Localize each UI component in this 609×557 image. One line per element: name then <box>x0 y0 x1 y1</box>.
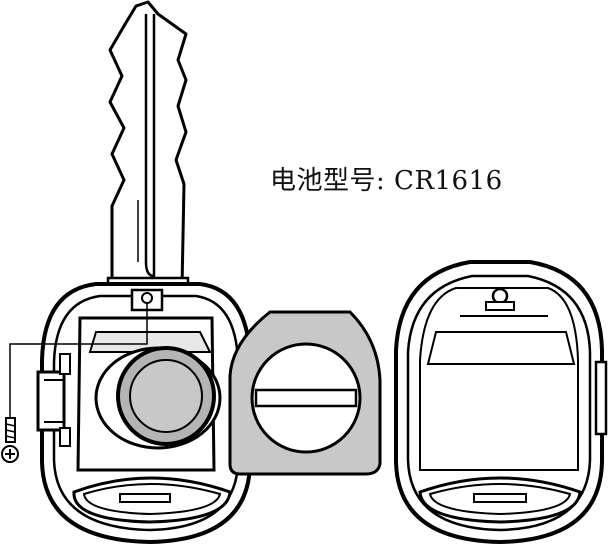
screw-guide-line <box>9 304 148 420</box>
battery-cover <box>228 310 382 476</box>
screw-hole <box>141 292 153 304</box>
key-head-open <box>36 282 252 545</box>
screw <box>1 417 19 463</box>
key-head-back <box>394 260 608 545</box>
battery-cell <box>94 346 222 450</box>
battery-model: CR1616 <box>394 166 503 196</box>
key-blade <box>106 0 190 292</box>
label-separator: : <box>376 166 386 196</box>
battery-model-caption: 电池型号: CR1616 <box>270 160 503 197</box>
battery-label: 电池型号 <box>270 166 377 196</box>
screw-hole-back <box>491 287 509 305</box>
